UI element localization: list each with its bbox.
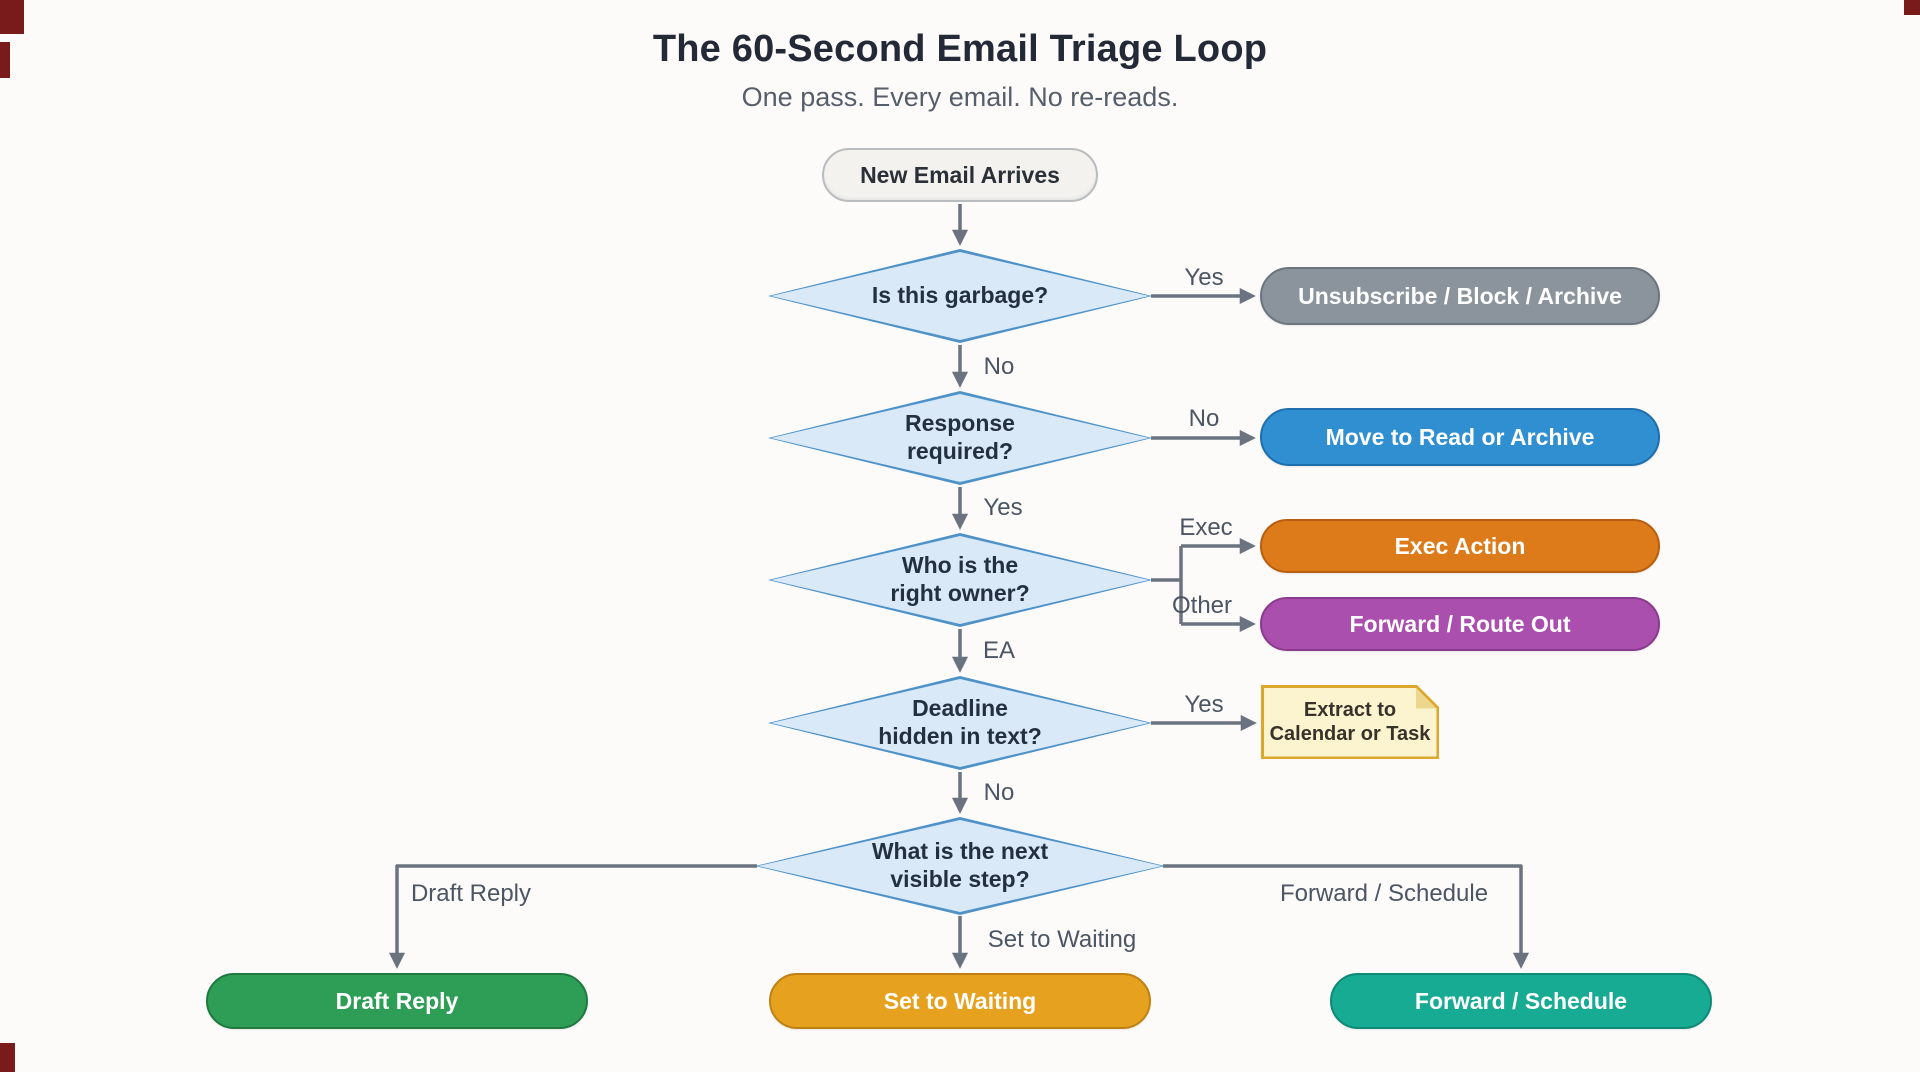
- edge-label-response-yes: Yes: [983, 494, 1023, 521]
- action-extract-label: Extract to Calendar or Task: [1264, 688, 1437, 757]
- corner-artifact-top-left: [0, 0, 24, 34]
- action-forward-route-out: Forward / Route Out: [1260, 597, 1660, 651]
- edge-label-set-to-waiting: Set to Waiting: [987, 926, 1137, 953]
- edge-label-owner-exec: Exec: [1179, 514, 1233, 541]
- edge-next-draft: [388, 864, 757, 969]
- connector-group: [388, 204, 1530, 969]
- diagram-title: The 60-Second Email Triage Loop: [652, 28, 1268, 70]
- edge-label-garbage-yes: Yes: [1184, 264, 1224, 291]
- action-unsubscribe-block-archive: Unsubscribe / Block / Archive: [1260, 267, 1660, 325]
- corner-artifact-left-edge: [0, 42, 10, 78]
- corner-artifact-top-right: [1904, 0, 1920, 15]
- action-forward-schedule: Forward / Schedule: [1330, 973, 1712, 1029]
- edge-label-owner-other: Other: [1171, 592, 1233, 619]
- edge-label-draft-reply: Draft Reply: [410, 880, 532, 907]
- edge-label-owner-ea: EA: [982, 637, 1016, 664]
- action-draft-reply: Draft Reply: [206, 973, 588, 1029]
- edge-label-response-no: No: [1188, 405, 1220, 432]
- action-extract-to-calendar-or-task: Extract to Calendar or Task: [1261, 685, 1439, 759]
- edge-label-deadline-yes: Yes: [1184, 691, 1224, 718]
- action-set-to-waiting: Set to Waiting: [769, 973, 1151, 1029]
- diagram-subtitle: One pass. Every email. No re-reads.: [741, 82, 1179, 112]
- action-exec-action: Exec Action: [1260, 519, 1660, 573]
- edge-label-forward-schedule: Forward / Schedule: [1279, 880, 1489, 907]
- edge-label-deadline-no: No: [983, 779, 1015, 806]
- corner-artifact-bottom-left: [0, 1043, 15, 1072]
- action-move-to-read-or-archive: Move to Read or Archive: [1260, 408, 1660, 466]
- start-node: New Email Arrives: [822, 148, 1098, 202]
- edge-next-forward: [1163, 864, 1530, 969]
- edge-label-garbage-no: No: [983, 353, 1015, 380]
